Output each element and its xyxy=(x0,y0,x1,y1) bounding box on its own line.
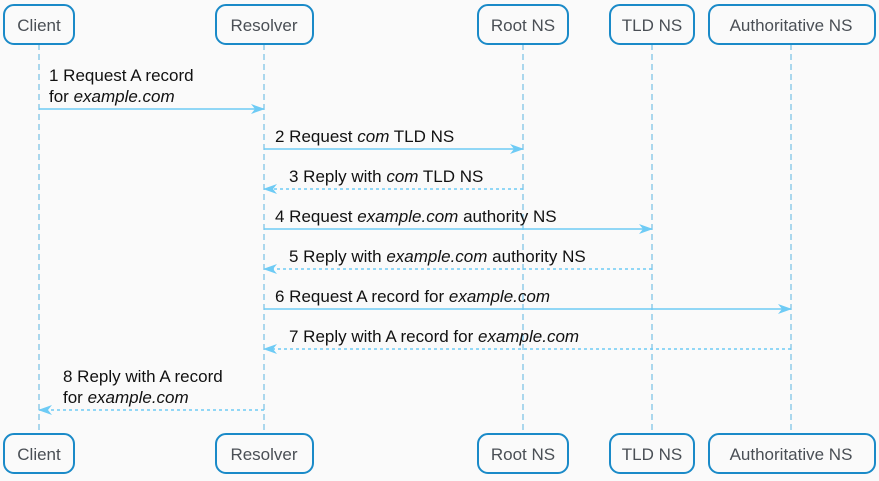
message-label: for example.com xyxy=(49,87,175,106)
actor-tld-bottom: TLD NS xyxy=(609,433,695,474)
actor-label: Resolver xyxy=(230,445,297,464)
actor-resolver-top: Resolver xyxy=(215,4,314,45)
message-label-segment: 5 Reply with xyxy=(289,247,386,266)
message-label: 2 Request com TLD NS xyxy=(275,127,454,146)
message-label-segment: example.com xyxy=(74,87,175,106)
actor-tld-top: TLD NS xyxy=(609,4,695,45)
message-label-segment: example.com xyxy=(88,388,189,407)
message-label-segment: authority NS xyxy=(458,207,556,226)
actor-auth-bottom: Authoritative NS xyxy=(708,433,876,474)
message-label-segment: 6 Request A record for xyxy=(275,287,449,306)
actor-label: Client xyxy=(17,16,61,35)
actor-auth-top: Authoritative NS xyxy=(708,4,876,45)
message-label-segment: com xyxy=(357,127,389,146)
actor-label: Root NS xyxy=(491,16,555,35)
message-label-segment: 1 Request A record xyxy=(49,66,194,85)
message-label-segment: example.com xyxy=(478,327,579,346)
actor-box xyxy=(708,433,876,474)
message-label-segment: authority NS xyxy=(487,247,585,266)
message-2: 2 Request com TLD NS xyxy=(264,127,524,154)
message-7: 7 Reply with A record for example.com xyxy=(263,327,791,354)
message-label: 7 Reply with A record for example.com xyxy=(289,327,579,346)
message-label-segment: for xyxy=(49,87,74,106)
message-label-segment: 8 Reply with A record xyxy=(63,367,223,386)
actor-resolver-bottom: Resolver xyxy=(215,433,314,474)
message-label-segment: for xyxy=(63,388,88,407)
message-5: 5 Reply with example.com authority NS xyxy=(263,247,652,274)
actor-box xyxy=(3,4,75,45)
actor-label: Root NS xyxy=(491,445,555,464)
message-label-segment: 3 Reply with xyxy=(289,167,386,186)
actor-box xyxy=(609,4,695,45)
message-label-segment: 4 Request xyxy=(275,207,357,226)
actor-box xyxy=(477,4,569,45)
message-label-segment: 2 Request xyxy=(275,127,357,146)
message-label: 3 Reply with com TLD NS xyxy=(289,167,483,186)
message-label-segment: example.com xyxy=(386,247,487,266)
actor-box xyxy=(609,433,695,474)
message-label-segment: com xyxy=(386,167,418,186)
actor-box xyxy=(215,433,314,474)
message-3: 3 Reply with com TLD NS xyxy=(263,167,523,194)
actor-label: Client xyxy=(17,445,61,464)
actor-box xyxy=(708,4,876,45)
actor-root-top: Root NS xyxy=(477,4,569,45)
message-label-segment: TLD NS xyxy=(389,127,454,146)
message-label: for example.com xyxy=(63,388,189,407)
actor-client-top: Client xyxy=(3,4,75,45)
message-label: 4 Request example.com authority NS xyxy=(275,207,557,226)
actor-label: TLD NS xyxy=(622,16,682,35)
actor-label: Resolver xyxy=(230,16,297,35)
actor-box xyxy=(477,433,569,474)
message-label-segment: example.com xyxy=(357,207,458,226)
message-6: 6 Request A record for example.com xyxy=(264,287,792,314)
message-8: 8 Reply with A record for example.com xyxy=(38,367,264,415)
message-label: 8 Reply with A record xyxy=(63,367,223,386)
actor-label: Authoritative NS xyxy=(730,16,853,35)
message-label-segment: example.com xyxy=(449,287,550,306)
message-4: 4 Request example.com authority NS xyxy=(264,207,653,234)
actor-client-bottom: Client xyxy=(3,433,75,474)
message-1: 1 Request A record for example.com xyxy=(39,66,265,114)
actor-box xyxy=(215,4,314,45)
message-label: 6 Request A record for example.com xyxy=(275,287,550,306)
actor-box xyxy=(3,433,75,474)
message-label: 5 Reply with example.com authority NS xyxy=(289,247,586,266)
message-label-segment: TLD NS xyxy=(418,167,483,186)
actor-root-bottom: Root NS xyxy=(477,433,569,474)
message-label: 1 Request A record xyxy=(49,66,194,85)
actor-label: Authoritative NS xyxy=(730,445,853,464)
actor-label: TLD NS xyxy=(622,445,682,464)
message-label-segment: 7 Reply with A record for xyxy=(289,327,478,346)
